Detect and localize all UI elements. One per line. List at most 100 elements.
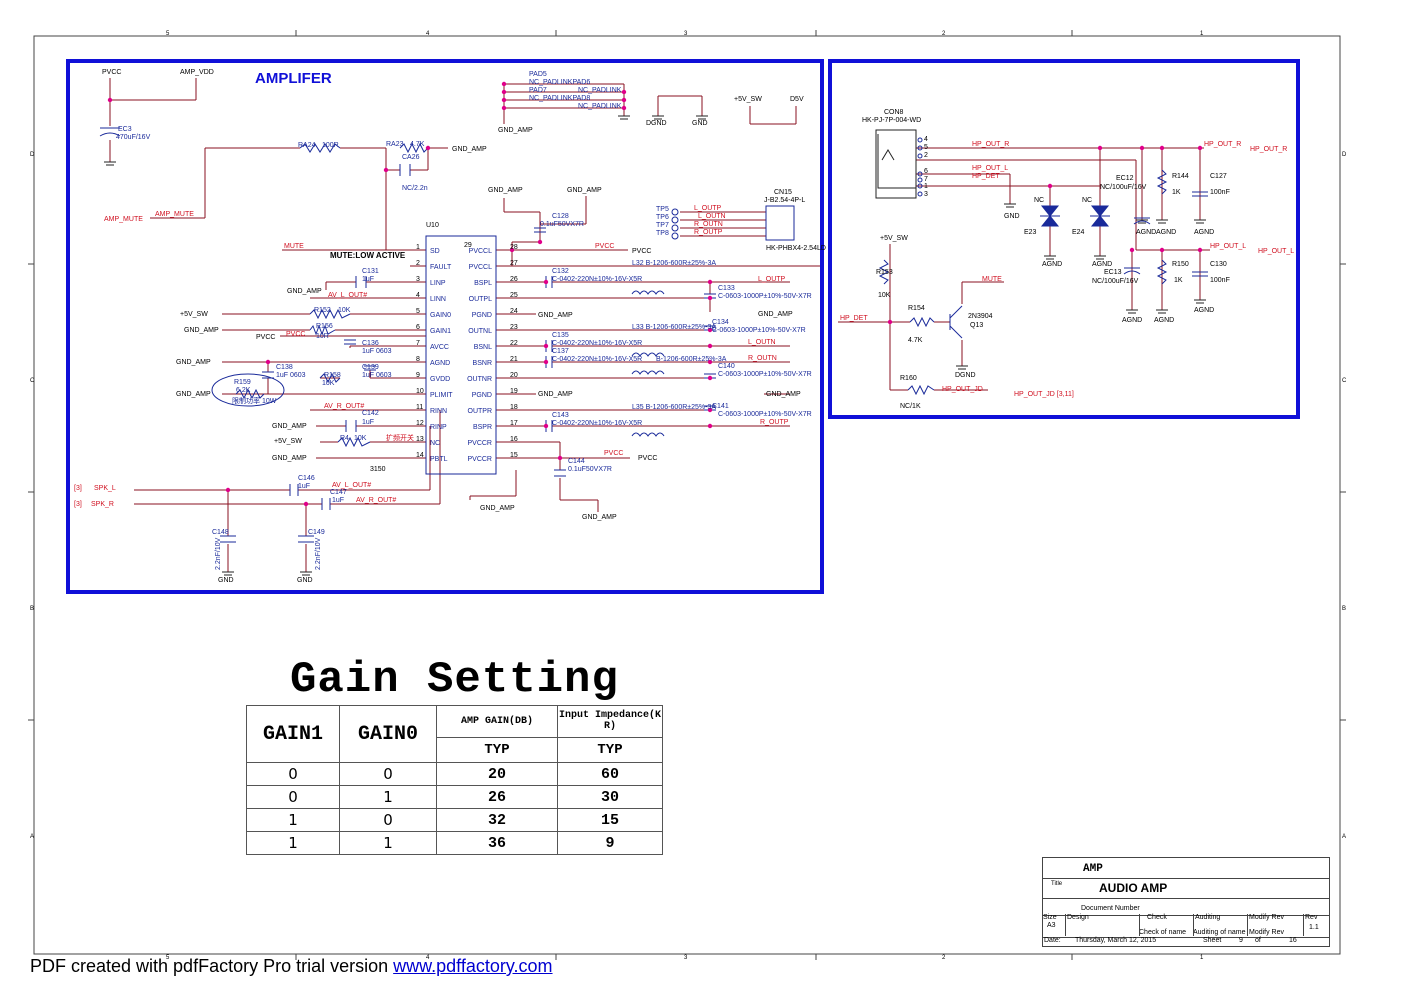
cell-amp-gain: 26 [436,785,558,809]
check-name-label: Check of name [1139,929,1187,936]
label-agnd-e23: AGND [1042,261,1062,268]
label-c148-val: 2.2nF/10V [215,537,222,570]
label-hp-out-jd: HP_OUT_JD [942,386,983,393]
label-ec3-val: 470uF/16V [116,134,151,141]
label-r154: R154 [908,305,925,312]
subheader-typ-gain: TYP [436,736,558,764]
label-c149: C149 [308,529,325,536]
label-gnd-amp-gain1: GND_AMP [184,327,219,334]
header-gain1: GAIN1 [246,705,340,763]
ic-pin-name-right: OUTPR [468,408,493,415]
label-gnd-top: GND [692,120,708,127]
label-r159-val: 6.2K [236,387,251,394]
ic-pin-name-left: LINN [430,296,446,303]
label-pvcc-r-out: PVCC [638,455,657,462]
ic-pin-number-left: 13 [416,436,424,443]
label-c133: C133 [718,285,735,292]
gain-setting-title: Gain Setting [290,655,619,705]
label-r154-val: 4.7K [908,337,923,344]
ic-pin-name-left: AVCC [430,344,449,351]
cell-impedance: 15 [557,808,663,832]
subheader-typ-impedance: TYP [557,736,663,764]
label-c139: C139 [362,364,379,371]
label-gnd-amp-agnd: GND_AMP [176,359,211,366]
header-input-impedance: Input Impedance(K R) [557,705,663,738]
modify-rev-2: Modify Rev [1249,929,1285,936]
zone-col-2-bottom: 2 [942,955,946,961]
label-c141: C141 [712,403,729,410]
label-cn15-foot: HK-PHBX4-2.54LD [766,245,826,252]
cell-amp-gain: 32 [436,808,558,832]
ic-pin-name-left: PBTL [430,456,448,463]
label-hp-out-l-net: HP_OUT_L [972,165,1008,172]
label-hp-out-l-port: HP_OUT_L [1210,243,1246,250]
label-tp6: TP6 [656,214,669,221]
label-c135-val: C-0402-220N±10%-16V-X5R [552,340,642,347]
modify-rev-label: Modify Rev [1249,914,1285,921]
label-gnd-amp-linp: GND_AMP [287,288,322,295]
hp-ground-symbols [956,203,1206,370]
label-r4: R4 [340,435,349,442]
ic-pin-name-right: OUTPL [469,296,492,303]
ic-pin-name-left: LINP [430,280,446,287]
ic-pin-name-right: PGND [472,392,492,399]
pdffactory-link[interactable]: www.pdffactory.com [393,956,553,976]
label-gnd-amp-bottom: GND_AMP [480,505,515,512]
ic-pin-name-left: NC [430,440,440,447]
label-pad6: NC_PADLINKPAD6 [529,79,590,86]
label-c136: C136 [362,340,379,347]
ic-pin-number-left: 3 [416,276,420,283]
label-mute-note: MUTE:LOW ACTIVE [330,251,406,260]
label-amp-mute-port: AMP_MUTE [104,216,143,223]
label-ic-part: 3150 [370,466,386,473]
ic-pin-number-right: 24 [510,308,518,315]
label-pin29: 29 [464,242,472,249]
label-r159: R159 [234,379,251,386]
label-r160-val: NC/1K [900,403,921,410]
hp-components [875,129,1208,396]
title-block: AMP Title AUDIO AMP Document Number Size… [1042,857,1330,947]
label-r153: R153 [876,269,893,276]
ic-pin-number-left: 7 [416,340,420,347]
label-c137-val: C-0402-220N±10%-16V-X5R [552,356,642,363]
label-ca26: CA26 [402,154,420,161]
label-pin2: 2 [924,152,928,159]
label-dgnd-q13: DGND [955,372,976,379]
label-ca26-val: NC/2.2n [402,185,428,192]
label-c139-val: 1uF 0603 [362,372,392,379]
label-c128: C128 [552,213,569,220]
table-row: 0 1 26 30 [246,785,663,809]
label-c132-val: C-0402-220N±10%-16V-X5R [552,276,642,283]
label-c140: C140 [718,363,735,370]
ic-pin-number-left: 6 [416,324,420,331]
zone-col-5: 5 [166,31,170,37]
title-block-name: AMP [1083,863,1103,875]
ic-u10-body [425,235,497,475]
label-tp-r-outn: R_OUTN [694,221,723,228]
auditing-label: Auditing [1195,914,1221,921]
cell-amp-gain: 20 [436,762,558,786]
label-ra23-val: 4.7K [410,141,425,148]
ic-pin-name-left: SD [430,248,440,255]
ic-pin-name-right: PGND [472,312,492,319]
label-c144: C144 [568,458,585,465]
label-c127-val: 100nF [1210,189,1230,196]
label-pin4: 4 [924,136,928,143]
label-r-outn: R_OUTN [748,355,777,362]
label-c135: C135 [552,332,569,339]
ic-pin-number-left: 12 [416,420,424,427]
label-l32: L32 B-1206-600R±25%-3A [632,260,716,267]
zone-row-a: A [30,834,34,840]
cell-gain1: 0 [246,785,340,809]
label-gnd-amp-right: GND_AMP [758,311,793,318]
label-amp-mute: AMP_MUTE [155,211,194,218]
label-c134-val: C-0603-1000P±10%-50V-X7R [712,327,806,334]
label-gnd-amp-top: GND_AMP [452,146,487,153]
label-5v-sw-hp: +5V_SW [880,235,908,242]
label-gnd-amp-c144: GND_AMP [582,514,617,521]
label-gnd-c148: GND [218,577,234,584]
sheet-border [33,35,1341,955]
zone-col-3-bottom: 3 [684,955,688,961]
label-r4-val: 10K [354,435,367,442]
